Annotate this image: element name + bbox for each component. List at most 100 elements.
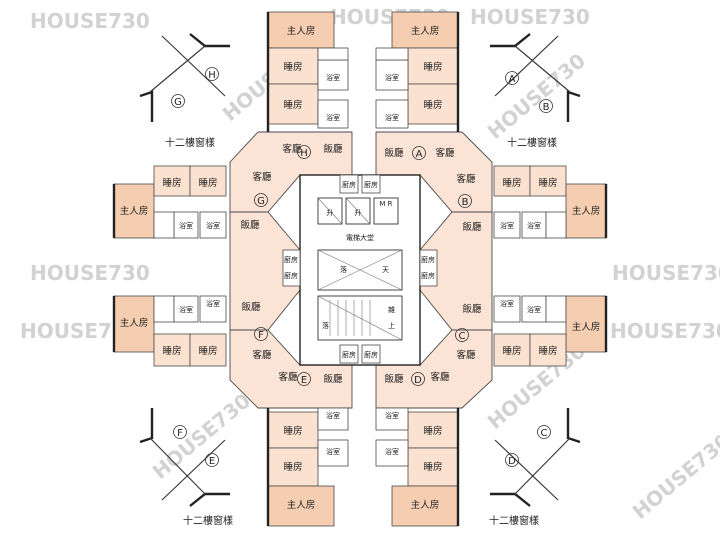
bedroom-label: 睡房	[502, 345, 521, 357]
svg-text:D: D	[508, 456, 516, 467]
dining-room-label: 飯廳	[241, 301, 261, 313]
kitchen-label: 廚房	[284, 271, 298, 280]
bathroom-label: 浴室	[500, 299, 514, 308]
twelfth-floor-window-note: 十二樓窗樣	[507, 136, 557, 149]
bathroom-label: 浴室	[326, 447, 340, 456]
unit-markers: H A G B F C E D	[254, 145, 472, 386]
dining-room-label: 飯廳	[462, 303, 482, 315]
bathroom-label: 浴室	[206, 299, 220, 308]
unit-marker-a: A	[412, 146, 426, 160]
watermark: HOUSE730	[610, 319, 720, 343]
watermark: HOUSE730	[470, 5, 590, 29]
master-bedroom-label: 主人房	[287, 499, 316, 511]
dining-room-label: 飯廳	[384, 373, 404, 385]
bedroom-label: 睡房	[198, 177, 217, 189]
master-bedroom-label: 主人房	[411, 499, 440, 511]
watermark: HOUSE730	[30, 9, 150, 33]
wing-north-h: 主人房 睡房 睡房 浴室 浴室	[267, 11, 349, 129]
master-bedroom-label: 主人房	[120, 317, 149, 329]
master-bedroom-label: 主人房	[572, 205, 601, 217]
wing-south-d: 睡房 睡房 主人房 浴室 浴室	[375, 407, 459, 527]
bedroom-label: 睡房	[502, 177, 521, 189]
bathroom-label: 浴室	[179, 221, 193, 230]
stair-down-label: 落	[322, 321, 329, 330]
kitchen-label: 廚房	[421, 255, 435, 264]
bathroom-label: 浴室	[527, 305, 541, 314]
bathroom-label: 浴室	[326, 73, 340, 82]
dining-room-label: 飯廳	[384, 147, 404, 159]
svg-text:B: B	[543, 102, 550, 113]
sky-well-label: 天	[382, 266, 389, 274]
living-room-label: 客廳	[252, 171, 272, 183]
bedroom-label: 睡房	[283, 425, 302, 437]
unit-marker-b: B	[458, 194, 472, 208]
svg-text:B: B	[462, 197, 469, 208]
wing-south-e: 睡房 睡房 主人房 浴室 浴室	[267, 407, 349, 527]
bedroom-label: 睡房	[538, 345, 557, 357]
svg-text:G: G	[174, 97, 182, 108]
stair-up-label: 上	[388, 321, 395, 330]
kitchen-label: 廚房	[284, 255, 298, 264]
bedroom-label: 睡房	[283, 61, 302, 73]
svg-text:C: C	[459, 331, 466, 342]
wing-west-g: 主人房 睡房 睡房 浴室 浴室	[113, 165, 227, 239]
kitchen-label: 廚房	[342, 180, 356, 189]
dining-room-label: 飯廳	[462, 221, 482, 233]
bathroom-label: 浴室	[326, 113, 340, 122]
unit-marker-h: H	[297, 145, 311, 159]
master-bedroom-label: 主人房	[120, 205, 149, 217]
svg-text:F: F	[258, 330, 264, 341]
living-room-label: 客廳	[430, 371, 450, 383]
svg-text:H: H	[300, 148, 308, 159]
svg-text:E: E	[301, 375, 307, 386]
svg-text:G: G	[257, 196, 265, 207]
kitchen-label: 廚房	[364, 350, 378, 359]
bedroom-label: 睡房	[162, 177, 181, 189]
bathroom-label: 浴室	[385, 113, 399, 122]
unit-marker-c: C	[455, 328, 469, 342]
stair-down-label: 落	[340, 265, 347, 274]
bedroom-label: 睡房	[283, 461, 302, 473]
lift-lobby-label: 電梯大堂	[346, 233, 374, 242]
core: 升 升 M R 電梯大堂 落 天 落 雜 上 廚房 廚房 廚房 廚房	[282, 174, 438, 366]
stair-treads	[329, 300, 371, 336]
window-detail-bottom-left: F E 十二樓窗樣	[139, 408, 233, 527]
window-detail-bottom-right: C D 十二樓窗樣	[489, 408, 581, 527]
living-areas	[229, 131, 493, 409]
watermark: HOUSE730	[628, 428, 720, 523]
bathroom-label: 浴室	[385, 73, 399, 82]
bedroom-label: 睡房	[283, 99, 302, 111]
svg-text:D: D	[414, 375, 422, 386]
lift-label: 升	[327, 208, 334, 217]
living-room-label: 客廳	[456, 349, 476, 361]
bedroom-label: 睡房	[423, 461, 442, 473]
wing-west-f: 主人房 浴室 浴室 睡房 睡房	[113, 295, 227, 367]
svg-text:E: E	[209, 456, 215, 467]
bathroom-label: 浴室	[179, 305, 193, 314]
bedroom-label: 睡房	[162, 345, 181, 357]
living-room-label: 客廳	[282, 143, 302, 155]
wing-east-c: 浴室 浴室 主人房 睡房 睡房	[493, 295, 607, 367]
kitchen-label: 廚房	[421, 271, 435, 280]
master-bedroom-label: 主人房	[287, 25, 316, 37]
unit-marker-f: F	[254, 327, 268, 341]
unit-marker-e: E	[297, 372, 311, 386]
svg-text:C: C	[541, 428, 548, 439]
bathroom-label: 浴室	[326, 411, 340, 420]
twelfth-floor-window-note: 十二樓窗樣	[165, 136, 215, 149]
bedroom-label: 睡房	[423, 99, 442, 111]
svg-text:A: A	[509, 74, 516, 85]
watermark: HOUSE730	[148, 388, 255, 483]
living-room-label: 客廳	[252, 349, 272, 361]
bedroom-label: 睡房	[198, 345, 217, 357]
bedroom-label: 睡房	[423, 425, 442, 437]
machine-room-label: M R	[379, 200, 392, 208]
wing-east-b: 睡房 睡房 主人房 浴室 浴室	[493, 165, 607, 239]
wing-north-a: 主人房 睡房 睡房 浴室 浴室	[375, 11, 459, 129]
store-label: 雜	[388, 305, 395, 314]
watermark: HOUSE730	[30, 261, 150, 285]
svg-text:H: H	[208, 70, 216, 81]
watermark: HOUSE730	[483, 48, 590, 143]
living-room-label: 客廳	[278, 371, 298, 383]
bathroom-label: 浴室	[500, 221, 514, 230]
